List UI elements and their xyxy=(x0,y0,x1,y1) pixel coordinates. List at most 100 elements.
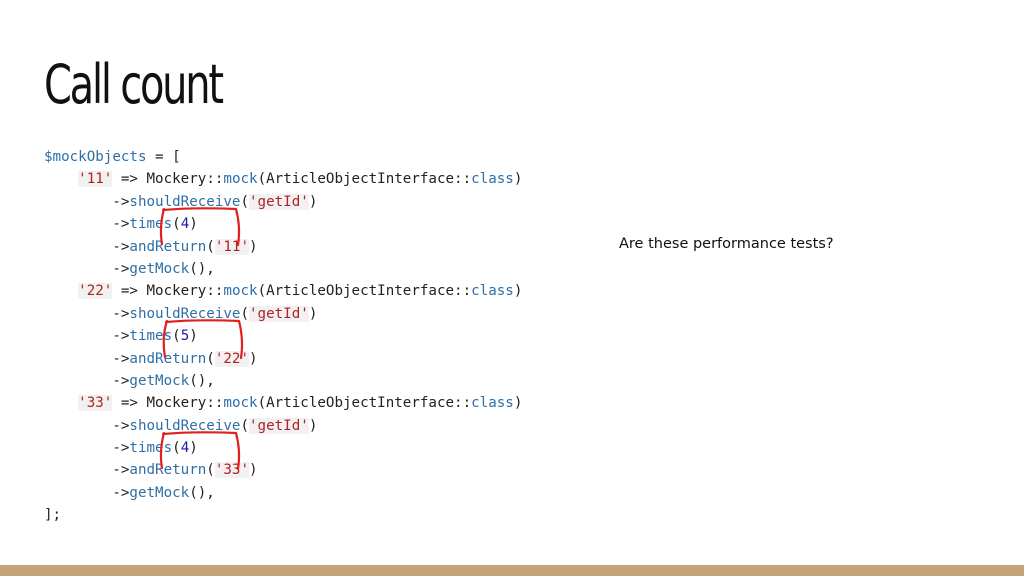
code-key-string: '22' xyxy=(78,283,113,300)
code-method: andReturn xyxy=(129,238,207,255)
annotation-bracket xyxy=(161,207,241,247)
code-text: -> xyxy=(44,193,130,210)
code-line: ->andReturn('11') xyxy=(44,236,522,258)
code-string: '11' xyxy=(214,238,250,255)
code-text: ) xyxy=(308,193,318,210)
code-text: -> xyxy=(44,372,130,389)
code-text: ( xyxy=(206,238,215,255)
code-text: ( xyxy=(240,417,250,434)
code-method: getMock xyxy=(129,372,190,389)
code-text: -> xyxy=(44,260,130,277)
code-method: mock xyxy=(223,283,258,300)
code-number: 4 xyxy=(180,216,190,233)
code-class-name: ArticleObjectInterface xyxy=(266,283,455,300)
code-text: :: xyxy=(206,283,224,300)
code-text: ( xyxy=(257,171,267,188)
code-string: 'getId' xyxy=(249,305,309,322)
code-method: andReturn xyxy=(129,462,207,479)
code-text: ( xyxy=(172,216,181,233)
code-method: shouldReceive xyxy=(129,305,241,322)
code-text: -> xyxy=(44,328,130,345)
code-line: ->shouldReceive('getId') xyxy=(44,415,522,437)
code-class-name: Mockery xyxy=(146,395,207,412)
code-text: ) xyxy=(189,328,198,345)
code-text: -> xyxy=(44,305,130,322)
code-line: ]; xyxy=(44,504,522,526)
code-text: (), xyxy=(189,260,215,277)
annotation-bracket xyxy=(159,207,166,246)
code-text: => xyxy=(112,171,147,188)
code-text: ) xyxy=(249,238,258,255)
code-text: :: xyxy=(454,283,472,300)
code-number: 4 xyxy=(180,440,190,457)
code-method: andReturn xyxy=(129,350,207,367)
code-keyword: class xyxy=(471,283,514,300)
code-text: -> xyxy=(44,484,130,501)
code-string: 'getId' xyxy=(249,193,309,210)
code-text: -> xyxy=(44,238,130,255)
code-text: -> xyxy=(44,350,130,367)
annotation-bracket xyxy=(162,319,169,359)
code-line: ->getMock(), xyxy=(44,482,522,504)
code-method: shouldReceive xyxy=(129,193,241,210)
code-text: ( xyxy=(257,283,267,300)
code-line: ->andReturn('33') xyxy=(44,459,522,481)
code-line: '22' => Mockery::mock(ArticleObjectInter… xyxy=(44,280,522,302)
speaker-question: Are these performance tests? xyxy=(619,236,834,252)
code-text: => xyxy=(112,395,147,412)
annotation-bracket xyxy=(159,431,166,470)
code-text: -> xyxy=(44,462,130,479)
code-text: :: xyxy=(206,171,224,188)
code-line: ->getMock(), xyxy=(44,370,522,392)
code-text: ) xyxy=(249,462,258,479)
code-text: ( xyxy=(206,350,215,367)
code-number: 5 xyxy=(180,328,190,345)
annotation-bracket xyxy=(161,431,241,471)
code-text: :: xyxy=(454,395,472,412)
bottom-accent-bar xyxy=(0,565,1024,576)
code-line: ->times(5) xyxy=(44,325,522,347)
code-variable: $mockObjects xyxy=(44,149,147,165)
code-class-name: Mockery xyxy=(146,171,207,188)
code-text: ) xyxy=(189,440,198,457)
code-text: ) xyxy=(308,417,318,434)
code-text: ]; xyxy=(44,507,62,524)
code-line: '11' => Mockery::mock(ArticleObjectInter… xyxy=(44,168,522,190)
code-text: ( xyxy=(172,328,181,345)
code-text: :: xyxy=(206,395,224,412)
code-method: getMock xyxy=(129,484,190,501)
code-key-string: '33' xyxy=(78,395,113,412)
code-method: shouldReceive xyxy=(129,417,241,434)
code-keyword: class xyxy=(471,171,514,188)
code-key-string: '11' xyxy=(78,171,113,188)
code-class-name: Mockery xyxy=(146,283,207,300)
code-string: '33' xyxy=(214,462,250,479)
code-text: ) xyxy=(189,216,198,233)
code-line: ->shouldReceive('getId') xyxy=(44,191,522,213)
code-class-name: ArticleObjectInterface xyxy=(266,395,455,412)
code-text: ) xyxy=(249,350,258,367)
code-block: $mockObjects = [ '11' => Mockery::mock(A… xyxy=(44,146,522,527)
code-string: 'getId' xyxy=(249,417,309,434)
code-line: '33' => Mockery::mock(ArticleObjectInter… xyxy=(44,392,522,414)
annotation-bracket xyxy=(164,319,244,360)
code-text: (), xyxy=(189,484,215,501)
code-line: ->shouldReceive('getId') xyxy=(44,303,522,325)
code-line: $mockObjects = [ xyxy=(44,146,522,168)
code-text: ( xyxy=(240,193,250,210)
code-method: times xyxy=(129,328,173,345)
code-line: ->getMock(), xyxy=(44,258,522,280)
code-text: ) xyxy=(513,171,523,188)
code-text: ( xyxy=(206,462,215,479)
code-text: ( xyxy=(172,440,181,457)
code-class-name: ArticleObjectInterface xyxy=(266,171,455,188)
annotation-strokes xyxy=(159,207,244,471)
code-text: :: xyxy=(454,171,472,188)
code-text: (), xyxy=(189,372,215,389)
code-text: ) xyxy=(513,395,523,412)
code-text: ( xyxy=(257,395,267,412)
code-text: ( xyxy=(240,305,250,322)
code-text: => xyxy=(112,283,147,300)
slide-title: Call count xyxy=(44,53,224,116)
